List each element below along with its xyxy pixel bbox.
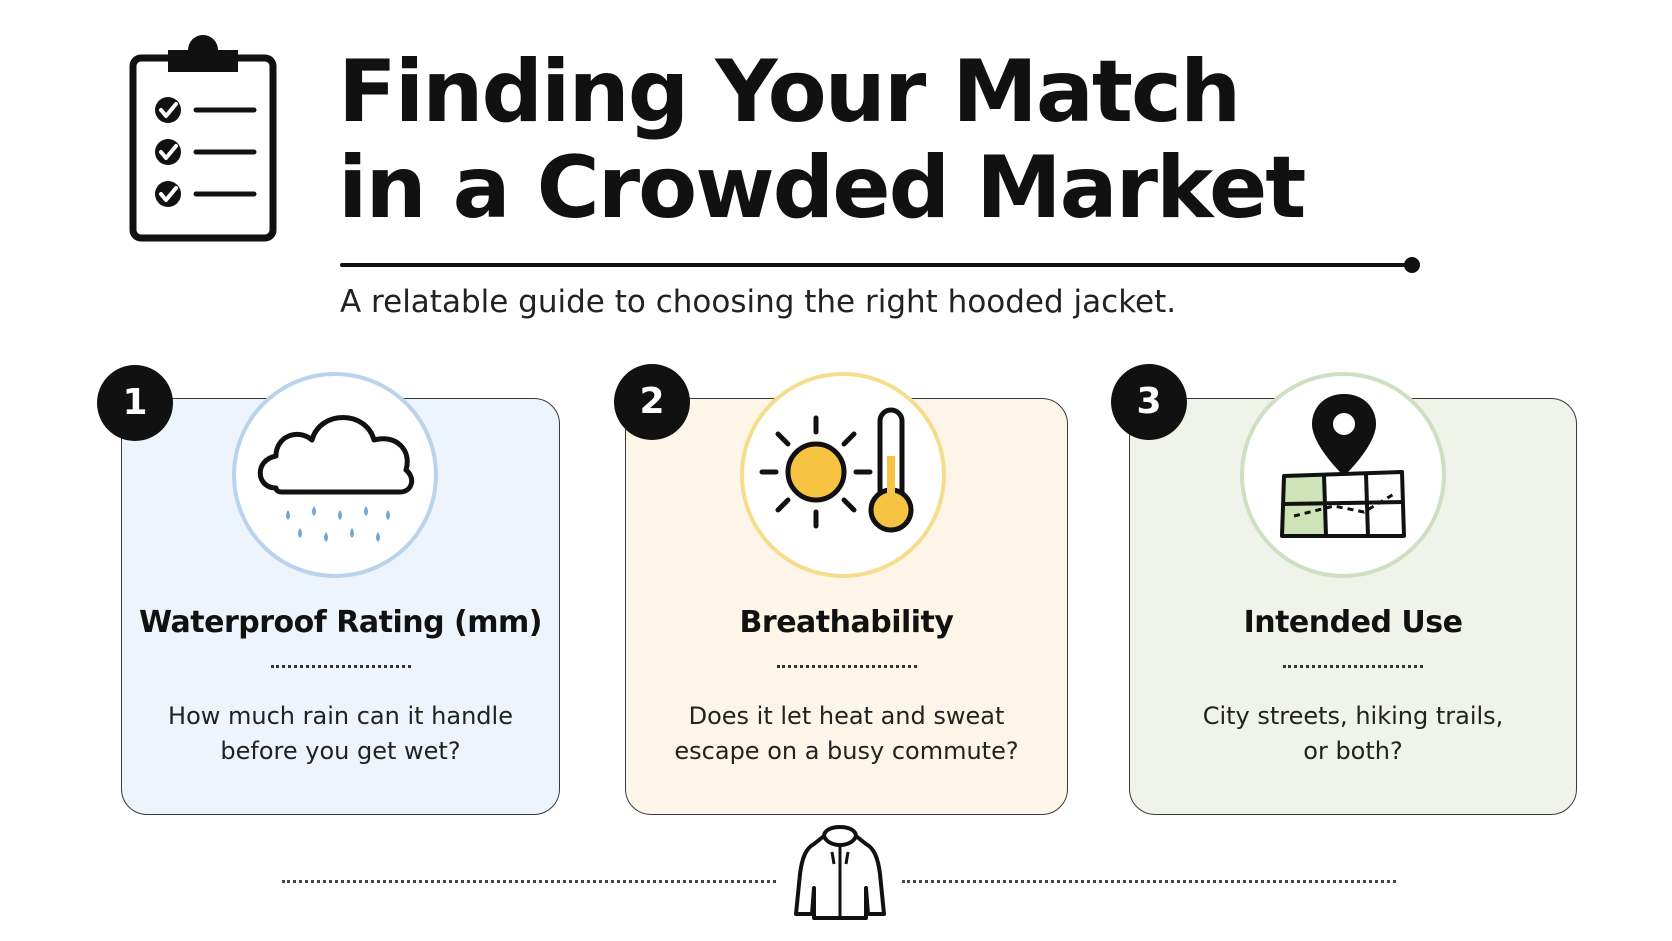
card-description-line-2: or both? [1303, 737, 1403, 765]
card-divider [270, 665, 411, 668]
card-description-line-1: How much rain can it handle [168, 702, 513, 730]
footer-dotted-line-left [282, 880, 776, 883]
step-badge-3: 3 [1111, 364, 1187, 440]
card-description-line-2: escape on a busy commute? [674, 737, 1019, 765]
clipboard-checklist-icon [129, 35, 277, 242]
card-title: Breathability [739, 605, 954, 640]
card-title: Intended Use [1243, 605, 1463, 640]
step-badge-1: 1 [97, 365, 173, 441]
card-description: City streets, hiking trails, or both? [1150, 699, 1556, 769]
sun-thermometer-icon [740, 372, 946, 578]
card-description: How much rain can it handle before you g… [142, 699, 539, 769]
title-underline [340, 263, 1412, 267]
rain-cloud-icon [232, 372, 438, 578]
map-pin-icon [1240, 372, 1446, 578]
card-description: Does it let heat and sweat escape on a b… [646, 699, 1047, 769]
footer-dotted-line-right [902, 880, 1396, 883]
card-intended-use: Intended Use City streets, hiking trails… [1129, 398, 1577, 815]
card-description-line-2: before you get wet? [220, 737, 461, 765]
step-badge-2: 2 [614, 364, 690, 440]
card-divider [1283, 665, 1423, 668]
card-description-line-1: City streets, hiking trails, [1202, 702, 1504, 730]
card-description-line-1: Does it let heat and sweat [688, 702, 1005, 730]
card-divider [776, 665, 917, 668]
page-title-line-1: Finding Your Match [338, 42, 1241, 142]
page-title: Finding Your Match in a Crowded Market [338, 44, 1438, 236]
page-title-line-2: in a Crowded Market [338, 138, 1306, 238]
card-title: Waterproof Rating (mm) [139, 605, 542, 640]
page-subtitle: A relatable guide to choosing the right … [340, 284, 1177, 320]
title-underline-dot [1404, 257, 1420, 273]
hooded-jacket-icon [794, 825, 886, 920]
